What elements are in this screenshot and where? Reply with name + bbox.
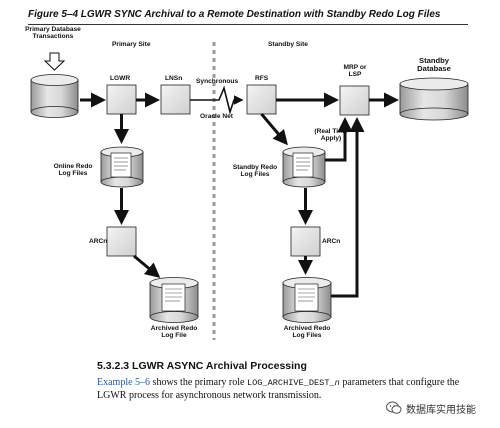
- oracle-net-label: Oracle Net: [200, 113, 233, 120]
- site-label-primary: Primary Site: [112, 41, 151, 48]
- arcn-primary-box: [106, 226, 137, 257]
- mrp-label: MRP or LSP: [343, 64, 367, 79]
- lnsn-box: [160, 84, 191, 115]
- real-time-apply-label: (Real Time Apply): [314, 128, 348, 143]
- param-code: LOG_ARCHIVE_DEST_n: [247, 378, 340, 388]
- rfs-box: [246, 84, 277, 115]
- section-title: 5.3.2.3 LGWR ASYNC Archival Processing: [97, 360, 307, 372]
- wechat-icon: [386, 401, 402, 414]
- para-text-1: shows the primary role: [150, 377, 247, 388]
- body-paragraph: Example 5–6 shows the primary role LOG_A…: [97, 377, 467, 402]
- arrow-standby-logs-to-mrp: [325, 117, 353, 162]
- rfs-label: RFS: [255, 75, 269, 82]
- primary-database-icon: [30, 74, 79, 118]
- primary-db-label: Primary Database Transactions: [25, 26, 81, 41]
- transactions-arrow: [43, 52, 66, 71]
- mrp-box: [339, 85, 370, 116]
- archived-primary-label: Archived Redo Log File: [150, 325, 198, 340]
- param-code-n: n: [334, 378, 340, 388]
- diagram-canvas: [30, 42, 469, 340]
- standby-database-icon: [399, 77, 469, 121]
- online-redo-log-icon: [100, 146, 144, 188]
- watermark-text: 数据库实用技能: [406, 404, 476, 416]
- archived-log-standby-icon: [282, 277, 332, 323]
- standby-db-label: Standby Database: [417, 56, 451, 74]
- arcn-primary-label: ARCn: [89, 238, 108, 245]
- arrow-arcn-to-archived-primary: [133, 254, 161, 278]
- figure-title: Figure 5–4 LGWR SYNC Archival to a Remot…: [28, 9, 441, 20]
- lgwr-box: [106, 84, 137, 115]
- example-link[interactable]: Example 5–6: [97, 377, 151, 388]
- standby-redo-log-icon: [282, 146, 326, 188]
- watermark: 数据库实用技能: [386, 400, 476, 416]
- lgwr-label: LGWR: [110, 75, 131, 82]
- param-code-base: LOG_ARCHIVE_DEST_: [246, 378, 335, 388]
- synchronous-label: Synchronous: [196, 78, 239, 85]
- arrow-archived-standby-to-mrp: [331, 117, 365, 298]
- archived-log-primary-icon: [149, 277, 199, 323]
- para-text-2: parameters that configure the LGWR proce…: [97, 377, 460, 401]
- archived-standby-label: Archived Redo Log Files: [283, 325, 331, 340]
- lnsn-label: LNSn: [165, 75, 183, 82]
- arrow-lnsn-to-rfs: [190, 85, 244, 115]
- site-label-standby: Standby Site: [268, 41, 308, 48]
- arrow-rfs-to-standby-logs: [260, 113, 288, 146]
- standby-logs-label: Standby Redo Log Files: [232, 164, 278, 179]
- arcn-standby-label: ARCn: [322, 238, 341, 245]
- online-logs-label: Online Redo Log Files: [53, 163, 93, 178]
- arcn-standby-box: [290, 226, 321, 257]
- title-rule: [28, 24, 468, 25]
